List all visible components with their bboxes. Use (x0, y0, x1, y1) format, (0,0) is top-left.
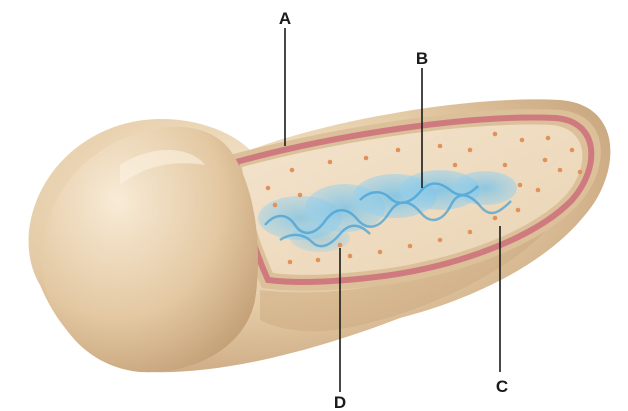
callout-label-a: A (279, 9, 291, 28)
callout-label-b: B (416, 49, 428, 68)
callout-label-d: D (334, 393, 346, 411)
callout-label-c: C (496, 377, 508, 396)
